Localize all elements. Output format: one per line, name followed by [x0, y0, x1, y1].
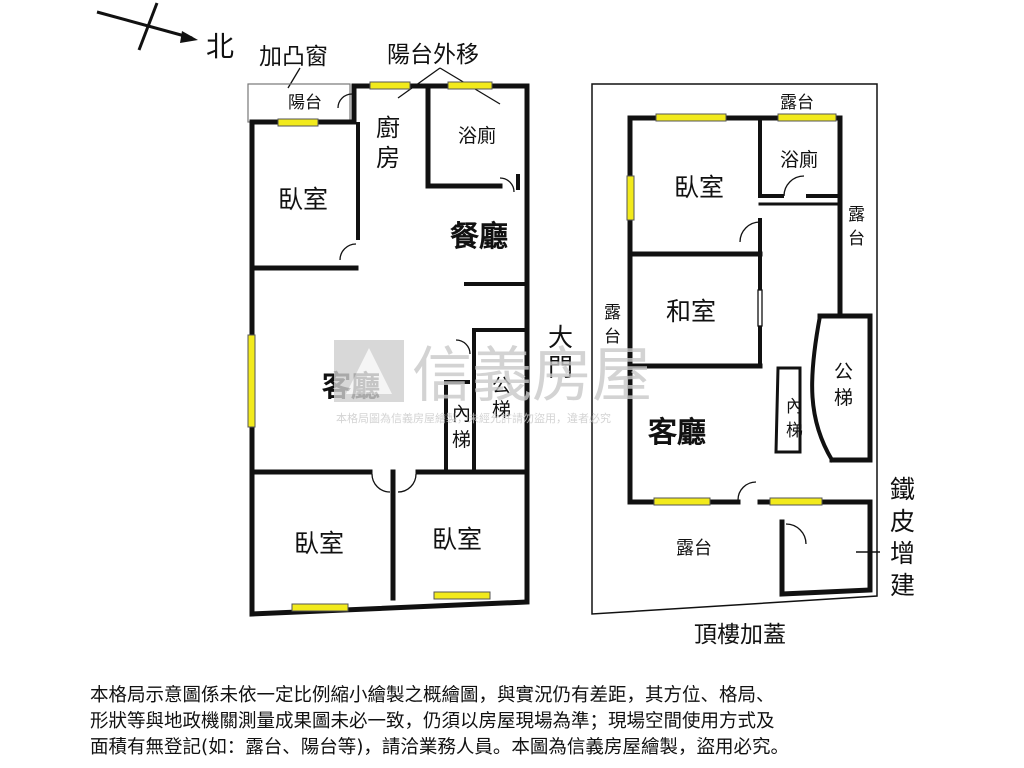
- balcony-label: 陽台: [288, 93, 322, 113]
- bay-window-label: 加凸窗: [259, 44, 328, 70]
- inner-stair-label-1: 內: [452, 403, 471, 425]
- roof-bedroom-label: 臥室: [674, 173, 724, 202]
- roof-public-stair-label-2: 梯: [834, 387, 853, 409]
- watermark: 信義房屋 本格局圖為信義房屋繪製，未經允許請勿盜用，違者必究: [334, 340, 652, 425]
- bedroom-nw-label: 臥室: [278, 185, 328, 214]
- iron-addition-label-4: 建: [890, 571, 915, 600]
- roof-bathroom-label: 浴廁: [780, 148, 818, 171]
- japanese-room-label: 和室: [666, 297, 716, 326]
- terrace-right-label-1: 露: [848, 205, 865, 225]
- terrace-left-label-2: 台: [604, 327, 621, 347]
- disclaimer: 本格局示意圖係未依一定比例縮小繪製之概繪圖，與實況仍有差距，其方位、格局、 形狀…: [90, 683, 990, 761]
- roof-public-stair-label-1: 公: [834, 361, 853, 383]
- main-door-label-1: 大: [548, 323, 573, 352]
- roof-inner-stair-label-1: 內: [786, 397, 803, 417]
- disclaimer-line-3: 面積有無登記(如：露台、陽台等)，請洽業務人員。本圖為信義房屋繪製，盜用必究。: [90, 737, 789, 758]
- bedroom-se-label: 臥室: [432, 525, 482, 554]
- dining-label: 餐廳: [450, 219, 508, 253]
- roof-floor-doors: [737, 175, 807, 545]
- north-label: 北: [206, 30, 234, 63]
- kitchen-label-1: 廚: [376, 114, 400, 142]
- rooftop-addition-label: 頂樓加蓋: [694, 622, 786, 648]
- watermark-notice: 本格局圖為信義房屋繪製，未經允許請勿盜用，違者必究: [336, 411, 611, 425]
- main-floor-walls: [247, 83, 530, 617]
- balcony-moved-label: 陽台外移: [387, 42, 479, 68]
- disclaimer-line-2: 形狀等與地政機關測量成果圖未必一致，仍須以房屋現場為準；現場空間使用方式及: [90, 711, 775, 732]
- disclaimer-line-1: 本格局示意圖係未依一定比例縮小繪製之概繪圖，與實況仍有差距，其方位、格局、: [90, 685, 775, 706]
- roof-floor-windows: [626, 113, 837, 506]
- main-floor-doors: [337, 93, 515, 493]
- roof-living-label: 客廳: [648, 415, 706, 449]
- terrace-right-label-2: 台: [848, 229, 865, 249]
- iron-addition-label-2: 皮: [890, 507, 915, 536]
- main-door-label-2: 門: [548, 353, 573, 382]
- bathroom-label: 浴廁: [458, 124, 496, 147]
- iron-addition-label-3: 增: [890, 539, 915, 568]
- roof-inner-stair-label-2: 梯: [786, 421, 803, 441]
- bedroom-sw-label: 臥室: [294, 529, 344, 558]
- floor-plan-drawing: 北 加凸窗 陽台外移 陽台 廚: [96, 2, 915, 648]
- public-stair-label-1: 公: [492, 375, 511, 397]
- terrace-left-label-1: 露: [604, 303, 621, 323]
- terrace-top-label: 露台: [780, 93, 814, 113]
- compass: 北: [96, 2, 234, 63]
- public-stair-label-2: 梯: [492, 399, 511, 421]
- iron-addition-label-1: 鐵: [890, 475, 915, 504]
- watermark-brand: 信義房屋: [412, 341, 652, 411]
- inner-stair-label-2: 梯: [452, 429, 471, 451]
- terrace-bottom-label: 露台: [676, 538, 712, 559]
- kitchen-label-2: 房: [376, 144, 400, 172]
- main-floor-windows: [247, 81, 493, 612]
